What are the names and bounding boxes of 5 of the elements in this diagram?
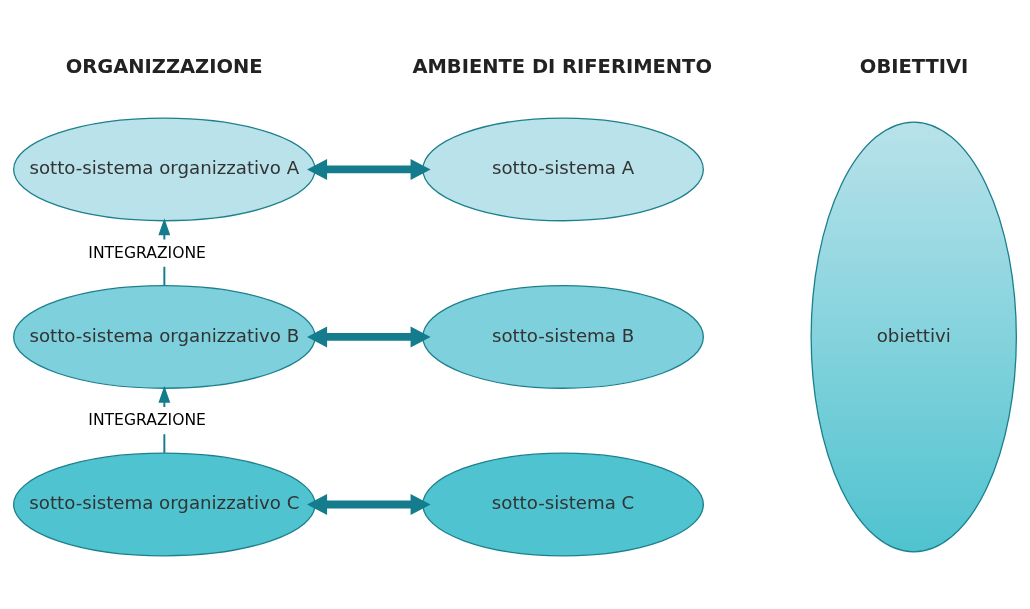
label: ORGANIZZAZIONE <box>65 54 263 78</box>
edge-label: INTEGRAZIONE <box>88 243 206 262</box>
edge-label: INTEGRAZIONE <box>88 411 206 430</box>
label: AMBIENTE DI RIFERIMENTO <box>412 54 712 78</box>
label: OBIETTIVI <box>859 54 969 78</box>
